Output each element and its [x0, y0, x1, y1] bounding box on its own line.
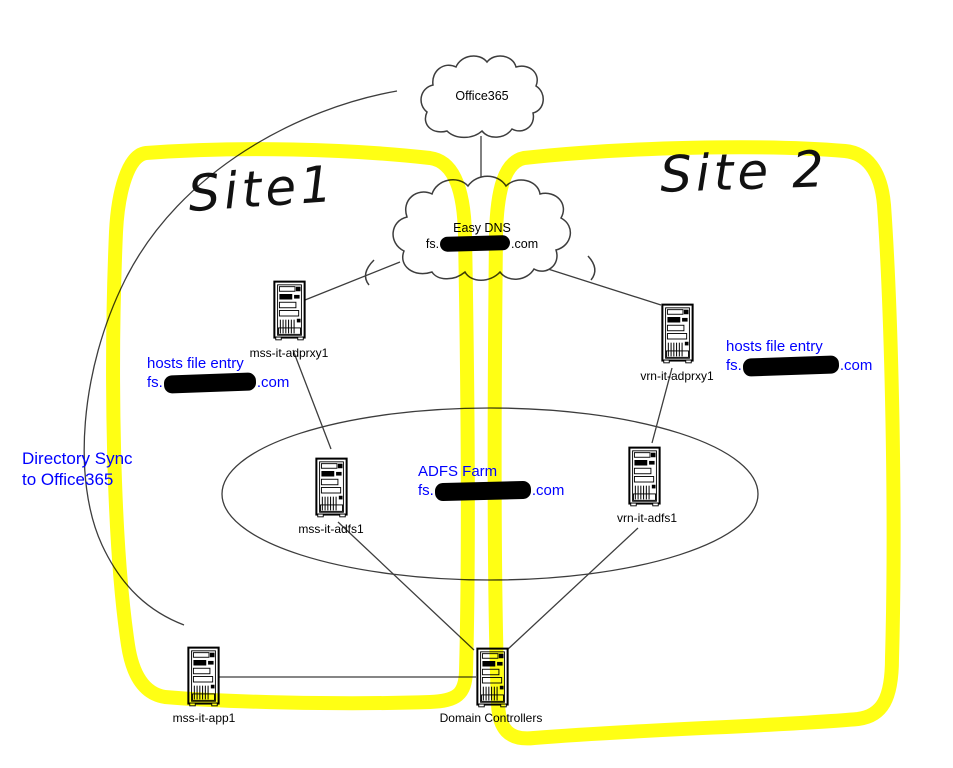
easydns-fs-suffix: .com: [511, 236, 539, 251]
server-icon-mss-it-adfs1: [315, 457, 348, 518]
site1-highlight-border: [106, 142, 475, 711]
adfs-farm-fs-suffix: .com: [531, 482, 565, 499]
hosts-right-fs-line: fs. .com: [726, 354, 873, 377]
hosts-file-entry-right: hosts file entry fs. .com: [726, 337, 873, 377]
clouds: [364, 55, 596, 286]
dirsync-line1: Directory Sync: [22, 449, 133, 468]
adfs-farm-title: ADFS Farm: [418, 463, 498, 480]
hosts-right-fs-prefix: fs.: [726, 357, 742, 374]
server-label-mss-it-app1: mss-it-app1: [172, 711, 236, 725]
server-icon-vrn-it-adprxy1: [661, 303, 694, 364]
site2-handwritten-label: Site 2: [659, 140, 829, 204]
hosts-left-fs-suffix: .com: [256, 374, 290, 391]
dirsync-line2: to Office365: [22, 470, 114, 489]
server-label-mss-it-adfs1: mss-it-adfs1: [298, 522, 364, 536]
site1-handwritten-label: Site1: [186, 154, 338, 224]
hosts-left-domain-redaction: [163, 371, 257, 394]
highlighter-layer: [106, 140, 901, 746]
server-label-vrn-it-adprxy1: vrn-it-adprxy1: [640, 369, 714, 383]
easydns-cloud-bump-left: [364, 259, 375, 286]
adfs-farm-domain-redaction: [434, 480, 532, 501]
easydns-cloud-label: Easy DNS: [453, 221, 511, 235]
hosts-file-entry-left: hosts file entry fs. .com: [147, 354, 290, 394]
link-easydns-vrn-adprxy: [547, 268, 662, 306]
hosts-right-domain-redaction: [742, 354, 840, 377]
server-label-vrn-it-adfs1: vrn-it-adfs1: [616, 511, 678, 525]
server-icon-vrn-it-adfs1: [628, 446, 661, 507]
directory-sync-annotation: Directory Sync to Office365: [22, 448, 133, 490]
easydns-domain-redaction: [439, 235, 511, 252]
server-label-mss-it-adprxy1: mss-it-adprxy1: [249, 346, 329, 360]
adfs-farm-fs-line: fs. .com: [418, 480, 565, 501]
server-icon-mss-it-adprxy1: [273, 280, 306, 341]
site2-highlight-border: [487, 140, 901, 746]
easydns-fs-line: fs. .com: [415, 235, 549, 252]
hosts-left-fs-prefix: fs.: [147, 374, 163, 391]
adfs-farm-annotation: ADFS Farm fs. .com: [418, 462, 565, 501]
link-vrnadfs-dc: [506, 527, 639, 651]
office365-cloud-label: Office365: [455, 89, 509, 103]
link-mssadfs-dc: [337, 521, 475, 651]
hosts-right-title: hosts file entry: [726, 338, 823, 355]
hosts-right-fs-suffix: .com: [839, 357, 873, 374]
link-easydns-mss-adprxy: [304, 261, 401, 301]
office365-cloud-shape: [420, 55, 544, 139]
easydns-cloud-bump-right: [587, 255, 596, 281]
link-mssadprxy-mssadfs: [292, 349, 332, 450]
server-label-domain-controllers: Domain Controllers: [439, 711, 543, 725]
hosts-left-title: hosts file entry: [147, 355, 244, 372]
adfs-farm-fs-prefix: fs.: [418, 482, 434, 499]
hosts-left-fs-line: fs. .com: [147, 371, 290, 394]
link-vrnadprxy-vrnadfs: [651, 367, 673, 444]
easydns-fs-prefix: fs.: [425, 236, 440, 251]
